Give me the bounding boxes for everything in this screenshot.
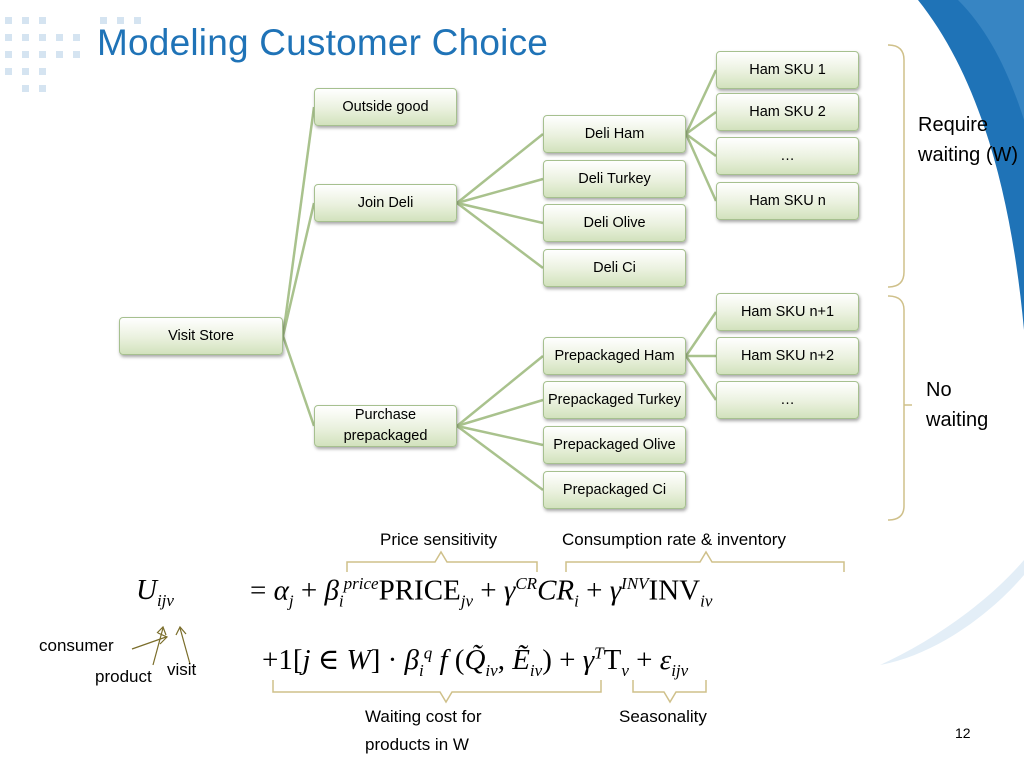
require-waiting-bracket — [887, 44, 905, 288]
tree-connectors — [281, 69, 718, 492]
seasonality-brace — [632, 680, 707, 704]
waiting-cost-label: Waiting cost for products in W — [365, 707, 482, 754]
require-waiting-label: Require waiting (W) — [918, 114, 1019, 166]
waiting-cost-brace — [272, 680, 602, 704]
node-prepackaged-turkey: Prepackaged Turkey — [543, 381, 686, 419]
consumer-label: consumer — [39, 636, 114, 655]
node-ham-sku-2: Ham SKU 2 — [716, 93, 859, 131]
no-waiting-label: No waiting — [926, 379, 989, 431]
node-ham-sku-1: Ham SKU 1 — [716, 51, 859, 89]
inv-superscript: INV — [621, 574, 649, 593]
equation-line-2: +1[j ∈ W] · βiq f (Q̃iv, Ẽiv) + γTTv + ε… — [262, 643, 689, 680]
swoosh-decoration — [918, 0, 1024, 330]
node-deli-ci: Deli Ci — [543, 249, 686, 287]
visit-label: visit — [167, 660, 197, 679]
node-ham-sku-ellipsis-2: … — [716, 381, 859, 419]
node-purchase-prepackaged: Purchase prepackaged — [314, 405, 457, 447]
inv-term: INV — [648, 574, 701, 607]
node-ham-sku-ellipsis: … — [716, 137, 859, 175]
seasonality-label: Seasonality — [619, 707, 707, 726]
cr-superscript: CR — [515, 574, 538, 593]
slide-title: Modeling Customer Choice — [97, 22, 549, 63]
utility-symbol: Uijv — [136, 574, 174, 611]
node-ham-sku-n1: Ham SKU n+1 — [716, 293, 859, 331]
node-outside-good: Outside good — [314, 88, 457, 126]
equation-line-1: = αj + βipricePRICEjv + γCRCRi + γINVINV… — [250, 574, 713, 611]
node-deli-olive: Deli Olive — [543, 204, 686, 242]
product-label: product — [95, 667, 152, 686]
seasonal-superscript: T — [594, 643, 604, 663]
node-deli-ham: Deli Ham — [543, 115, 686, 153]
node-deli-turkey: Deli Turkey — [543, 160, 686, 198]
cr-term: CR — [537, 574, 575, 607]
dot-grid-decoration — [5, 17, 141, 92]
no-waiting-bracket — [887, 295, 912, 521]
node-ham-sku-n2: Ham SKU n+2 — [716, 337, 859, 375]
annotation-braces — [272, 550, 845, 704]
node-join-deli: Join Deli — [314, 184, 457, 222]
brace-brackets — [887, 44, 912, 521]
node-prepackaged-ham: Prepackaged Ham — [543, 337, 686, 375]
price-term: PRICE — [378, 574, 461, 607]
price-superscript: price — [343, 574, 379, 593]
node-prepackaged-olive: Prepackaged Olive — [543, 426, 686, 464]
price-sensitivity-label: Price sensitivity — [380, 530, 498, 549]
node-visit-store: Visit Store — [119, 317, 283, 355]
node-prepackaged-ci: Prepackaged Ci — [543, 471, 686, 509]
page-number: 12 — [955, 725, 971, 741]
price-sensitivity-brace — [346, 550, 538, 572]
utility-subscript: ijv — [156, 590, 174, 610]
utility-letter: U — [136, 574, 157, 606]
consumption-brace — [565, 550, 845, 572]
node-ham-sku-n: Ham SKU n — [716, 182, 859, 220]
consumption-label: Consumption rate & inventory — [562, 530, 786, 549]
subscript-arrows — [131, 625, 191, 666]
